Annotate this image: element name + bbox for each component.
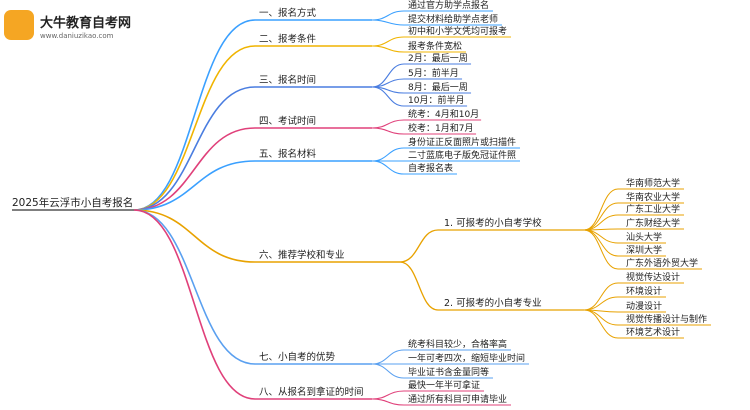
sub-branch-connector <box>399 261 439 311</box>
leaf-label: 8月：最后一周 <box>408 82 468 93</box>
leaf-label: 报考条件宽松 <box>408 40 462 52</box>
leaf-connector <box>371 160 405 175</box>
leaf-connector <box>583 188 619 231</box>
branch-connector <box>134 45 256 211</box>
leaf-connector <box>583 309 619 339</box>
sub-branch-label: 2. 可报考的小自考专业 <box>444 297 542 309</box>
branch-connector <box>134 19 256 211</box>
leaf-connector <box>371 10 405 21</box>
leaf-label: 5月：前半月 <box>408 67 459 79</box>
leaf-connector <box>371 36 405 47</box>
leaf-label: 初中和小学文凭均可报考 <box>408 25 507 37</box>
leaf-label: 深圳大学 <box>626 244 662 256</box>
branch-connector <box>134 160 256 211</box>
branch-connector <box>134 209 256 400</box>
leaf-label: 二寸蓝底电子版免冠证件照 <box>408 149 516 161</box>
leaf-label: 提交材料给助学点老师 <box>408 13 498 25</box>
leaf-label: 汕头大学 <box>626 231 662 243</box>
leaf-label: 通过官方助学点报名 <box>408 0 489 11</box>
branch-label: 七、小自考的优势 <box>259 351 336 363</box>
leaf-label: 环境艺术设计 <box>626 326 680 338</box>
leaf-label: 2月：最后一周 <box>408 53 468 64</box>
branch-label: 四、考试时间 <box>259 115 316 127</box>
leaf-label: 广东外语外贸大学 <box>626 257 698 269</box>
leaf-label: 身份证正反面照片或扫描件 <box>408 136 516 148</box>
leaf-label: 广东财经大学 <box>626 217 680 229</box>
leaf-connector <box>371 147 405 162</box>
logo-badge-icon <box>4 10 34 40</box>
leaf-label: 视觉传达设计 <box>626 271 680 283</box>
branch-label: 三、报名时间 <box>259 74 316 86</box>
branch-label: 二、报考条件 <box>259 33 317 45</box>
branch-label: 八、从报名到拿证的时间 <box>259 386 364 398</box>
leaf-connector <box>371 119 405 129</box>
leaf-label: 统考科目较少，合格率高 <box>408 338 507 350</box>
branch-label: 六、推荐学校和专业 <box>259 249 345 261</box>
leaf-label: 一年可考四次，缩短毕业时间 <box>408 352 525 364</box>
logo-title: 大牛教育自考网 <box>40 16 132 31</box>
leaf-connector <box>371 349 405 365</box>
leaf-connector <box>371 398 405 406</box>
leaf-label: 10月：前半月 <box>408 94 464 106</box>
leaf-connector <box>371 86 405 107</box>
leaf-label: 最快一年半可拿证 <box>408 379 480 391</box>
leaf-label: 华南师范大学 <box>626 177 680 189</box>
leaf-connector <box>371 363 405 379</box>
leaf-label: 统考：4月和10月 <box>408 108 479 120</box>
leaf-connector <box>371 390 405 400</box>
leaf-label: 环境设计 <box>626 285 662 297</box>
root-topic: 2025年云浮市小自考报名 <box>12 196 133 209</box>
leaf-label: 动漫设计 <box>626 300 662 312</box>
leaf-label: 毕业证书含金量同等 <box>408 366 489 378</box>
logo-url: www.daniuzikao.com <box>40 32 114 40</box>
leaf-connector <box>371 127 405 135</box>
leaf-label: 自考报名表 <box>408 162 453 174</box>
branch-connector <box>134 86 256 211</box>
leaf-label: 广东工业大学 <box>626 203 680 215</box>
site-logo[interactable]: 大牛教育自考网 www.daniuzikao.com <box>4 8 174 46</box>
leaf-connector <box>371 19 405 26</box>
leaf-connector <box>583 202 619 231</box>
branch-connector <box>134 127 256 211</box>
branch-connector <box>134 209 256 365</box>
leaf-label: 通过所有科目可申请毕业 <box>408 393 507 405</box>
leaf-connector <box>583 296 619 311</box>
leaf-connector <box>583 282 619 311</box>
leaf-label: 校考：1月和7月 <box>408 122 473 134</box>
branch-label: 五、报名材料 <box>259 148 317 160</box>
leaf-label: 华南农业大学 <box>626 191 680 203</box>
leaf-connector <box>583 229 619 270</box>
branch-label: 一、报名方式 <box>259 7 317 19</box>
branch-connector <box>134 209 256 263</box>
sub-branch-label: 1. 可报考的小自考学校 <box>444 217 542 229</box>
leaf-label: 视觉传播设计与制作 <box>626 313 707 325</box>
leaf-connector <box>371 45 405 53</box>
sub-branch-connector <box>399 229 439 263</box>
